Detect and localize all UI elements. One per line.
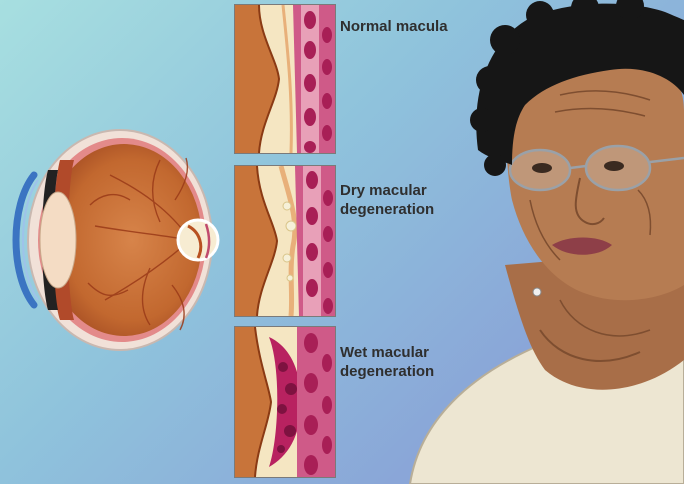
retina-section-wet-icon <box>234 326 336 478</box>
label-dry-macular-degeneration: Dry macular degeneration <box>340 182 435 218</box>
retina-section-normal-icon <box>234 4 336 154</box>
retina-section-dry-icon <box>234 165 336 317</box>
label-normal-macula: Normal macula <box>340 18 448 35</box>
label-wet-macular-degeneration: Wet macular degeneration <box>340 344 435 380</box>
